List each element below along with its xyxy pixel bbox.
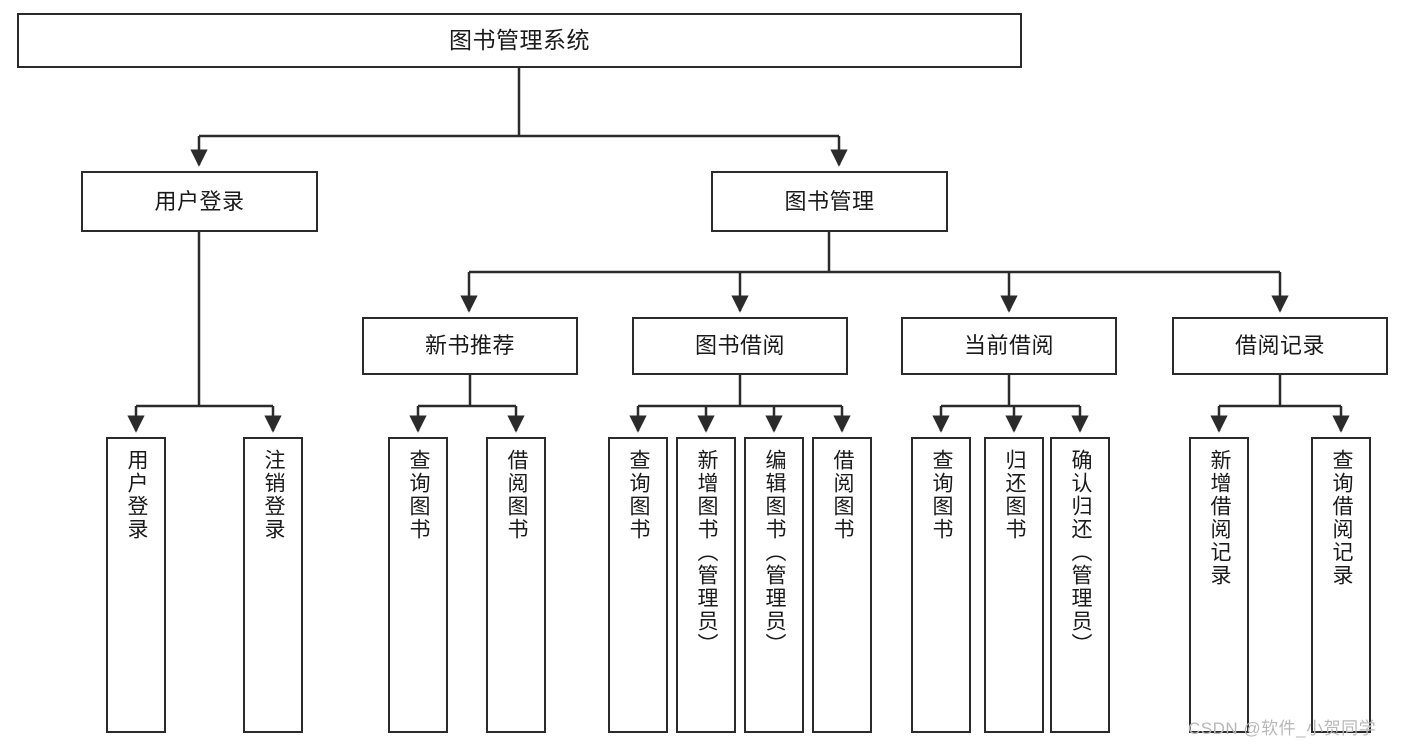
node-leaf-user-login[interactable]: 用户登录 bbox=[106, 437, 166, 733]
node-leaf-return-book[interactable]: 归还图书 bbox=[984, 437, 1044, 733]
node-leaf-query-book-1-label: 查询图书 bbox=[407, 449, 431, 541]
node-new-book-recommend[interactable]: 新书推荐 bbox=[362, 317, 578, 375]
node-leaf-add-record[interactable]: 新增借阅记录 bbox=[1189, 437, 1249, 733]
node-leaf-logout-label: 注销登录 bbox=[262, 449, 286, 541]
node-borrow-record[interactable]: 借阅记录 bbox=[1172, 317, 1388, 375]
node-leaf-borrow-book-1-label: 借阅图书 bbox=[505, 449, 529, 541]
node-leaf-logout[interactable]: 注销登录 bbox=[243, 437, 303, 733]
edge-userlogin-to-leaves bbox=[127, 232, 282, 433]
node-leaf-borrow-book-2-label: 借阅图书 bbox=[831, 449, 855, 541]
edge-recommend-to-leaves bbox=[409, 375, 525, 433]
edge-bookmgmt-to-level3 bbox=[460, 232, 1289, 313]
node-leaf-query-book-3-label: 查询图书 bbox=[930, 449, 954, 541]
node-leaf-edit-book[interactable]: 编辑图书（管理员） bbox=[744, 437, 804, 733]
node-root[interactable]: 图书管理系统 bbox=[17, 13, 1022, 68]
node-leaf-return-book-label: 归还图书 bbox=[1003, 449, 1027, 541]
node-leaf-query-book-3[interactable]: 查询图书 bbox=[911, 437, 971, 733]
edge-root-to-level2 bbox=[190, 68, 848, 167]
node-leaf-add-book[interactable]: 新增图书（管理员） bbox=[676, 437, 736, 733]
node-leaf-borrow-book-1[interactable]: 借阅图书 bbox=[486, 437, 546, 733]
node-leaf-confirm-return-label: 确认归还（管理员） bbox=[1069, 449, 1093, 656]
node-leaf-query-book-2-label: 查询图书 bbox=[627, 449, 651, 541]
node-leaf-borrow-book-2[interactable]: 借阅图书 bbox=[812, 437, 872, 733]
node-leaf-query-book-2[interactable]: 查询图书 bbox=[608, 437, 668, 733]
node-leaf-add-book-label: 新增图书（管理员） bbox=[695, 449, 719, 656]
node-borrow-record-label: 借阅记录 bbox=[1234, 333, 1325, 359]
node-current-borrow[interactable]: 当前借阅 bbox=[901, 317, 1117, 375]
node-leaf-add-record-label: 新增借阅记录 bbox=[1208, 449, 1232, 587]
node-user-login[interactable]: 用户登录 bbox=[81, 171, 318, 232]
node-leaf-query-book-1[interactable]: 查询图书 bbox=[388, 437, 448, 733]
node-current-borrow-label: 当前借阅 bbox=[963, 333, 1054, 359]
node-new-book-recommend-label: 新书推荐 bbox=[424, 333, 515, 359]
node-leaf-query-record-label: 查询借阅记录 bbox=[1330, 449, 1354, 587]
edge-borrow-to-leaves bbox=[629, 375, 851, 433]
node-user-login-label: 用户登录 bbox=[154, 188, 245, 214]
node-leaf-confirm-return[interactable]: 确认归还（管理员） bbox=[1050, 437, 1110, 733]
node-leaf-edit-book-label: 编辑图书（管理员） bbox=[763, 449, 787, 656]
node-book-borrow-label: 图书借阅 bbox=[694, 333, 785, 359]
node-book-management-label: 图书管理 bbox=[784, 188, 875, 214]
node-book-borrow[interactable]: 图书借阅 bbox=[632, 317, 848, 375]
edge-current-to-leaves bbox=[932, 375, 1089, 433]
node-root-label: 图书管理系统 bbox=[449, 26, 590, 53]
node-leaf-user-login-label: 用户登录 bbox=[125, 449, 149, 541]
csdn-watermark: CSDN @软件_小贺同学 bbox=[1188, 719, 1377, 738]
edge-record-to-leaves bbox=[1210, 375, 1350, 433]
node-book-management[interactable]: 图书管理 bbox=[711, 171, 948, 232]
node-leaf-query-record[interactable]: 查询借阅记录 bbox=[1311, 437, 1371, 733]
